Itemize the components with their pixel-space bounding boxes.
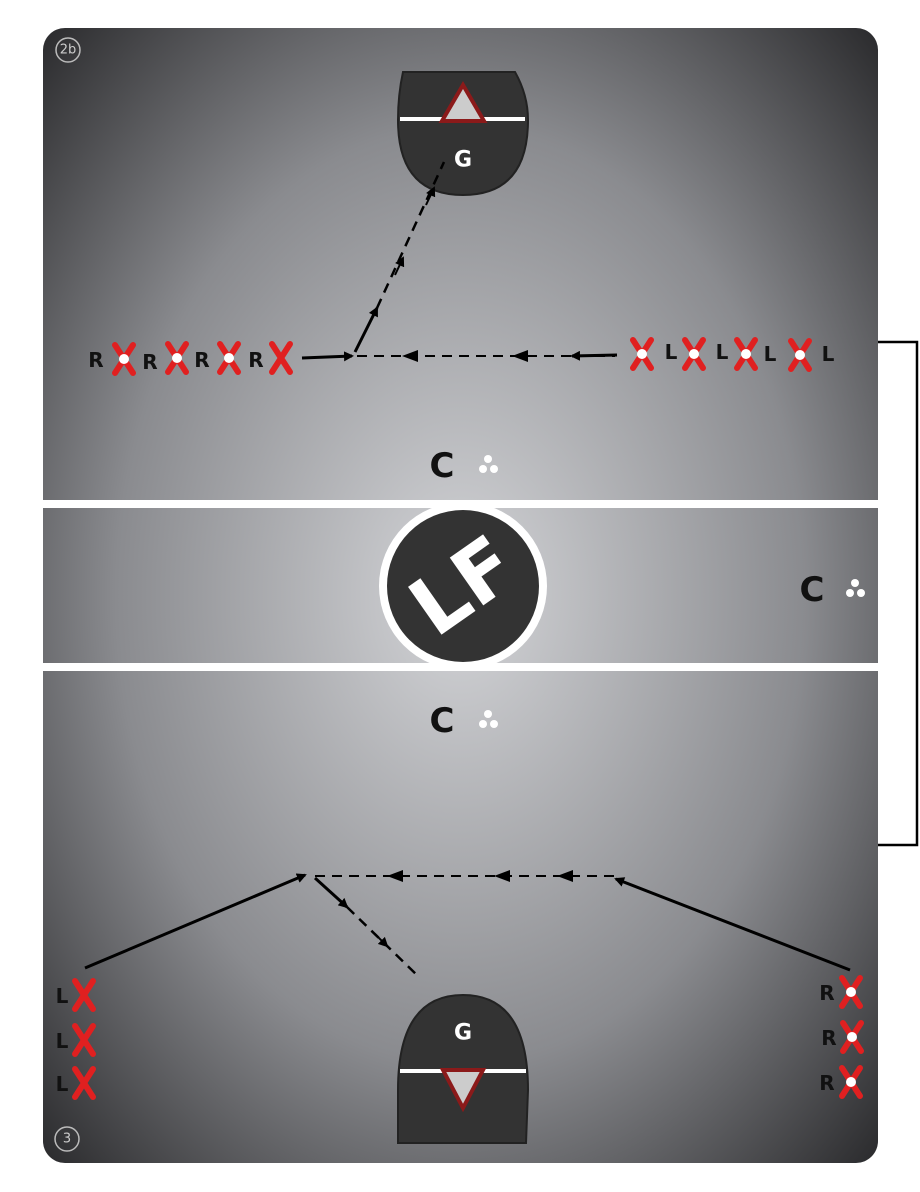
svg-text:R: R [88,348,103,372]
goal-top-icon [438,81,488,123]
svg-text:C: C [800,570,825,610]
badge-top: 2b [55,37,81,63]
line-top-right: L L L L [633,340,835,369]
svg-text:C: C [430,701,455,741]
svg-text:R: R [248,348,263,372]
line-bottom-right: R R R [819,978,861,1096]
bottom-paths [84,870,851,979]
svg-text:L: L [56,1072,69,1096]
balls-icon [479,455,498,473]
svg-text:L: L [716,340,729,364]
badge-bottom: 3 [54,1126,80,1152]
svg-text:L: L [56,984,69,1008]
goal-crease-top: G [396,71,530,197]
goal-bottom-icon [439,1068,487,1113]
coach-top: C [430,446,498,486]
svg-text:R: R [819,981,834,1005]
svg-text:R: R [819,1071,834,1095]
coach-side: C [800,340,919,847]
line-top-left: R R R R [88,344,290,374]
svg-text:L: L [822,342,835,366]
svg-text:R: R [142,350,157,374]
line-bottom-left: L L L [56,981,93,1097]
goalie-bottom: G [454,1021,472,1046]
balls-icon [479,710,498,728]
goalie-top: G [454,148,472,173]
logo: LF [379,502,547,670]
svg-text:L: L [764,342,777,366]
svg-text:R: R [821,1026,836,1050]
svg-text:R: R [194,348,209,372]
svg-text:L: L [665,340,678,364]
svg-text:L: L [56,1029,69,1053]
svg-text:C: C [430,446,455,486]
bracket [878,340,919,847]
top-paths [301,161,618,362]
svg-text:2b: 2b [60,43,77,58]
goal-crease-bottom: G [397,993,530,1144]
svg-text:3: 3 [63,1132,71,1147]
balls-icon [846,579,865,597]
coach-bottom: C [430,701,498,741]
